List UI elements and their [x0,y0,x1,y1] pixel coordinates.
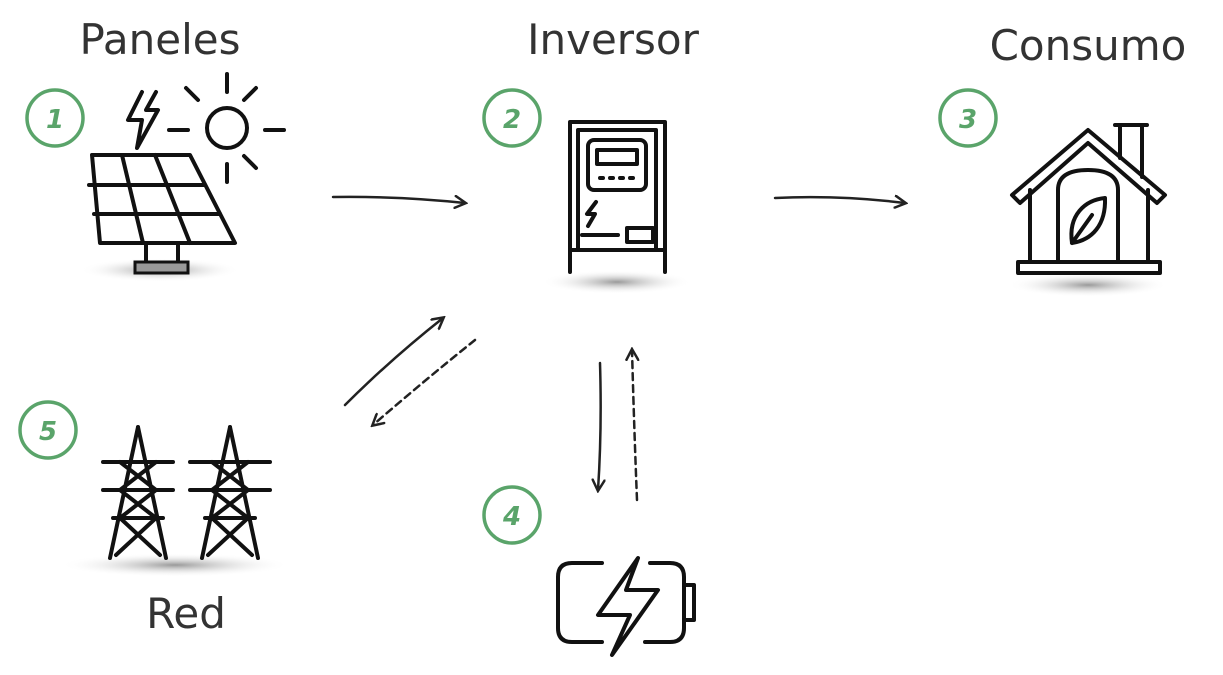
battery-charging-icon [556,556,696,657]
inverter-icon [542,120,692,294]
step-badge-4: 4 [482,485,542,545]
svg-text:2: 2 [503,105,521,135]
arrow-inversor-to-consumo [773,197,905,203]
svg-text:1: 1 [46,105,64,135]
svg-text:3: 3 [959,105,977,135]
label-consumo: Consumo [990,21,1187,70]
arrow-battery-to-inversor-dashed [632,350,637,502]
power-tower-icon [60,425,290,577]
arrow-inversor-to-battery [598,361,601,490]
label-paneles: Paneles [79,15,240,64]
arrow-paneles-to-inversor [331,197,465,203]
arrow-red-to-inversor [343,318,443,407]
eco-house-icon [1008,123,1168,297]
svg-text:5: 5 [39,417,57,447]
step-badge-3: 3 [938,88,998,148]
arrow-inversor-to-red-dashed [373,338,477,425]
solar-panel-sun-icon [80,72,286,282]
label-inversor: Inversor [527,15,700,64]
step-badge-5: 5 [18,400,78,460]
label-red: Red [146,589,226,638]
step-badge-1: 1 [25,88,85,148]
svg-text:4: 4 [502,502,521,532]
step-badge-2: 2 [482,88,542,148]
